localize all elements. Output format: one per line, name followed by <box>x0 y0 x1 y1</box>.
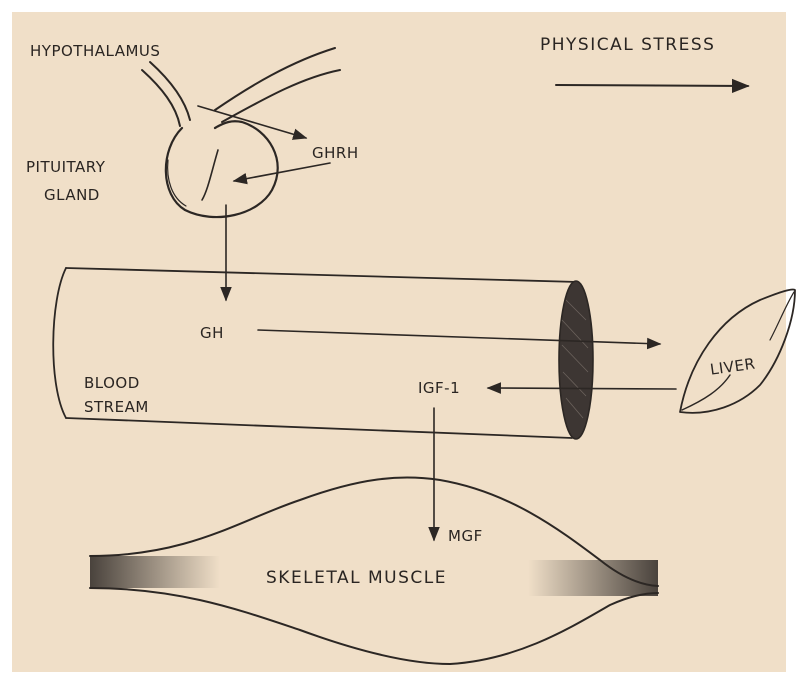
muscle-tendon-right <box>528 560 658 596</box>
gh-label: GH <box>200 324 224 342</box>
pituitary-label-line2: GLAND <box>44 186 100 204</box>
igf1-label: IGF-1 <box>418 379 460 397</box>
bloodstream-label-line2: STREAM <box>84 398 149 416</box>
skeletal-muscle-label: SKELETAL MUSCLE <box>266 568 447 588</box>
muscle-tendon-left <box>90 556 220 588</box>
pituitary-label-line1: PITUITARY <box>26 158 106 176</box>
physical-stress-arrow <box>556 85 748 86</box>
bloodstream-label-line1: BLOOD <box>84 374 140 392</box>
mgf-label: MGF <box>448 527 483 545</box>
arrow-liver-to-igf1 <box>488 388 676 389</box>
physical-stress-label: PHYSICAL STRESS <box>540 35 715 55</box>
ghrh-label: GHRH <box>312 144 359 162</box>
hypothalamus-label: HYPOTHALAMUS <box>30 42 160 60</box>
